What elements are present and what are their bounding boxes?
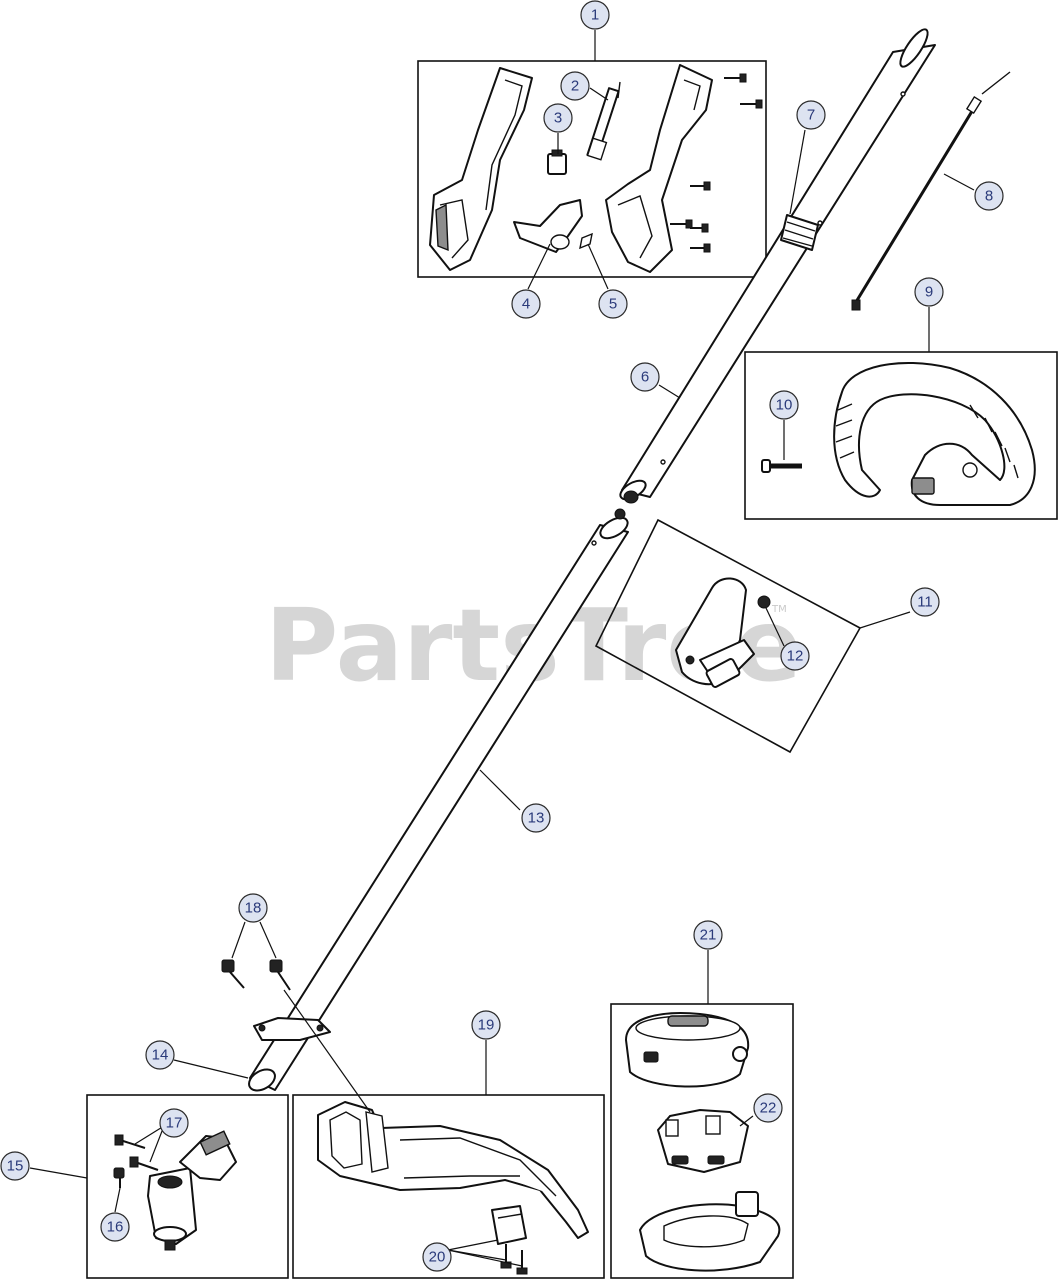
screw-icon bbox=[516, 1250, 528, 1275]
gear-head-part[interactable] bbox=[147, 1130, 237, 1251]
guard-group-box bbox=[292, 1094, 605, 1279]
callout-21[interactable]: 21 bbox=[693, 920, 723, 950]
spool-part[interactable] bbox=[657, 1109, 749, 1173]
callout-5[interactable]: 5 bbox=[598, 289, 628, 319]
screw-icon bbox=[690, 243, 711, 253]
callout-1[interactable]: 1 bbox=[580, 0, 610, 30]
spring-part[interactable] bbox=[579, 232, 593, 250]
callout-label: 19 bbox=[478, 1017, 495, 1034]
callout-6[interactable]: 6 bbox=[630, 362, 660, 392]
lower-shaft[interactable] bbox=[245, 508, 631, 1095]
callout-19[interactable]: 19 bbox=[471, 1010, 501, 1040]
callout-12[interactable]: 12 bbox=[780, 641, 810, 671]
callout-label: 13 bbox=[528, 810, 545, 827]
callout-2[interactable]: 2 bbox=[560, 71, 590, 101]
callout-15[interactable]: 15 bbox=[0, 1151, 30, 1181]
callout-label: 11 bbox=[917, 594, 933, 611]
callout-14[interactable]: 14 bbox=[145, 1040, 175, 1070]
clamp-screws bbox=[221, 959, 291, 991]
callout-9[interactable]: 9 bbox=[914, 277, 944, 307]
screw-icon bbox=[114, 1134, 146, 1149]
assist-handle-part[interactable] bbox=[833, 362, 1036, 506]
screw-icon bbox=[690, 223, 709, 233]
handle-housing-right[interactable] bbox=[605, 64, 713, 273]
trimmer-head-group-box bbox=[610, 1003, 794, 1279]
callout-label: 1 bbox=[591, 7, 599, 24]
callout-label: 15 bbox=[7, 1158, 24, 1175]
upper-shaft[interactable] bbox=[617, 26, 936, 504]
screw-icon bbox=[670, 219, 693, 229]
callout-3[interactable]: 3 bbox=[543, 103, 573, 133]
leader-lines bbox=[29, 30, 975, 1267]
callout-11[interactable]: 11 bbox=[910, 587, 940, 617]
callout-label: 20 bbox=[429, 1249, 446, 1266]
callout-label: 18 bbox=[245, 900, 262, 917]
callout-label: 14 bbox=[152, 1047, 169, 1064]
shaft-clamp-part[interactable] bbox=[253, 1017, 331, 1041]
handle-housing-group-box bbox=[417, 60, 767, 278]
callout-22[interactable]: 22 bbox=[753, 1093, 783, 1123]
screw-icon bbox=[113, 1167, 125, 1188]
callout-label: 16 bbox=[107, 1219, 124, 1236]
gear-head-group-box bbox=[86, 1094, 289, 1279]
callout-label: 7 bbox=[807, 107, 815, 124]
screw-icon bbox=[269, 959, 291, 991]
guard-part[interactable] bbox=[317, 1101, 589, 1239]
throttle-lockout-part[interactable] bbox=[586, 81, 621, 161]
shaft-coupler-part[interactable] bbox=[675, 577, 755, 688]
callout-label: 17 bbox=[166, 1115, 183, 1132]
trimmer-head-part[interactable] bbox=[625, 1012, 750, 1088]
callout-label: 21 bbox=[700, 927, 717, 944]
callout-10[interactable]: 10 bbox=[769, 390, 799, 420]
spool-cover-part[interactable] bbox=[639, 1191, 781, 1272]
callout-label: 6 bbox=[641, 369, 649, 386]
screw-icon bbox=[221, 959, 245, 989]
callout-17[interactable]: 17 bbox=[159, 1108, 189, 1138]
handle-housing-left[interactable] bbox=[429, 67, 533, 271]
watermark-trademark: TM bbox=[771, 604, 787, 615]
assist-handle-group-box bbox=[744, 351, 1058, 520]
trigger-part[interactable] bbox=[513, 199, 583, 253]
callout-label: 8 bbox=[985, 188, 993, 205]
guard-bracket-part[interactable] bbox=[491, 1205, 527, 1245]
callout-16[interactable]: 16 bbox=[100, 1212, 130, 1242]
callout-label: 2 bbox=[571, 78, 579, 95]
screw-icon bbox=[500, 1244, 512, 1269]
handle-bolt-part[interactable] bbox=[761, 459, 802, 473]
callout-label: 4 bbox=[522, 296, 530, 313]
switch-part[interactable] bbox=[547, 149, 567, 175]
screw-icon bbox=[740, 99, 763, 109]
screw-icon bbox=[690, 181, 711, 191]
callout-7[interactable]: 7 bbox=[796, 100, 826, 130]
callout-13[interactable]: 13 bbox=[521, 803, 551, 833]
callout-label: 3 bbox=[554, 110, 562, 127]
screw-icon bbox=[129, 1156, 159, 1171]
callout-label: 5 bbox=[609, 296, 617, 313]
screw-icon bbox=[724, 73, 747, 83]
housing-screws bbox=[670, 73, 763, 253]
callout-8[interactable]: 8 bbox=[974, 181, 1004, 211]
coupler-group-box bbox=[594, 518, 862, 754]
throttle-cable[interactable] bbox=[851, 71, 1011, 311]
callout-label: 22 bbox=[760, 1100, 777, 1117]
callout-18[interactable]: 18 bbox=[238, 893, 268, 923]
gear-head-screws bbox=[113, 1134, 159, 1188]
callout-label: 12 bbox=[787, 648, 804, 665]
guard-screws bbox=[500, 1244, 528, 1275]
coupler-knob-part[interactable] bbox=[757, 595, 771, 609]
callout-label: 9 bbox=[925, 284, 933, 301]
callout-20[interactable]: 20 bbox=[422, 1242, 452, 1272]
callout-4[interactable]: 4 bbox=[511, 289, 541, 319]
callout-label: 10 bbox=[776, 397, 793, 414]
